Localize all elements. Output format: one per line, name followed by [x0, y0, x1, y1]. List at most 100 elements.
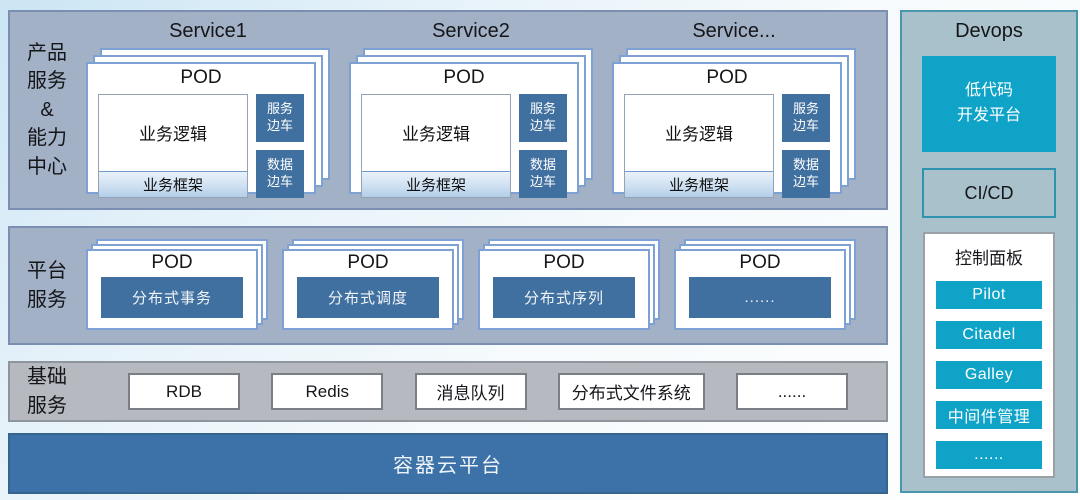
service-sidecar: 服务 边车 [519, 94, 567, 142]
platform-pod-more: POD ...... [674, 239, 856, 330]
service1-title: Service1 [169, 20, 247, 42]
pod-title: POD [706, 67, 748, 88]
service-sidecar: 服务 边车 [256, 94, 304, 142]
base-item-redis: Redis [271, 373, 384, 410]
sidecar-line: 边车 [529, 173, 556, 189]
label-line: 服务 [27, 70, 67, 93]
label-line: 平台 [27, 260, 67, 283]
business-framework-label: 业务框架 [362, 170, 510, 197]
label-line: 服务 [27, 288, 67, 311]
sidecar-line: 边车 [792, 117, 819, 133]
container-cloud-band: 容器云平台 [8, 433, 888, 494]
sidecar-line: 服务 [529, 101, 556, 116]
product-services-band: 产品 服务 & 能力 中心 Service1 POD 业务逻辑 业务框架 [8, 10, 888, 210]
container-cloud-label: 容器云平台 [393, 455, 503, 477]
pod-body: 业务逻辑 业务框架 服务 边车 数据 边车 [614, 89, 840, 208]
service2-pod-stack: POD 业务逻辑 业务框架 服务 边车 [349, 48, 593, 198]
business-logic-box: 业务逻辑 业务框架 [624, 94, 774, 198]
control-panel-item-citadel: Citadel [936, 321, 1042, 349]
pod-title: POD [180, 67, 222, 88]
pod-card: POD 分布式序列 [478, 249, 650, 330]
business-logic-box: 业务逻辑 业务框架 [98, 94, 248, 198]
control-panel-title: 控制面板 [955, 249, 1023, 268]
pod-card: POD 分布式事务 [86, 249, 258, 330]
sidecar-line: 边车 [529, 117, 556, 133]
pod-card: POD 业务逻辑 业务框架 服务 边车 [612, 62, 842, 198]
devops-panel: Devops 低代码 开发平台 CI/CD 控制面板 Pilot Citadel… [900, 10, 1078, 493]
sidecar-line: 边车 [792, 173, 819, 189]
business-framework-label: 业务框架 [99, 170, 247, 197]
business-logic-label: 业务逻辑 [665, 125, 733, 145]
control-panel-item-pilot: Pilot [936, 281, 1042, 309]
data-sidecar: 数据 边车 [519, 149, 567, 198]
service1-pod-stack: POD 业务逻辑 业务框架 服务 边车 [86, 48, 330, 198]
base-item-more: ...... [736, 373, 848, 410]
pod-service-label: ...... [689, 277, 831, 318]
cicd-box: CI/CD [922, 168, 1056, 218]
pod-title: POD [347, 252, 389, 273]
sidecars: 服务 边车 数据 边车 [256, 94, 304, 198]
data-sidecar: 数据 边车 [782, 149, 830, 198]
pod-card: POD 业务逻辑 业务框架 服务 边车 [349, 62, 579, 198]
service-more-pod-stack: POD 业务逻辑 业务框架 服务 边车 [612, 48, 856, 198]
service-more-title: Service... [692, 20, 776, 42]
base-items: RDB Redis 消息队列 分布式文件系统 ...... [80, 373, 886, 410]
base-item-message-queue: 消息队列 [414, 373, 527, 410]
service-group-2: Service2 POD 业务逻辑 业务框架 [349, 16, 593, 198]
pod-title: POD [543, 252, 585, 273]
platform-band-label: 平台 服务 [10, 228, 80, 343]
platform-pod-scheduling: POD 分布式调度 [282, 239, 464, 330]
data-sidecar: 数据 边车 [256, 149, 304, 198]
label-line: 能力 [27, 127, 67, 150]
control-panel-item-middleware: 中间件管理 [936, 401, 1042, 429]
sidecar-line: 数据 [529, 156, 556, 172]
business-logic-label: 业务逻辑 [139, 125, 207, 145]
sidecar-line: 边车 [266, 117, 293, 133]
service2-title: Service2 [432, 20, 510, 42]
lowcode-line: 低代码 [964, 82, 1013, 100]
base-band-label: 基础 服务 [10, 363, 80, 420]
platform-services-band: 平台 服务 POD 分布式事务 POD 分布式调度 [8, 226, 888, 345]
base-item-rdb: RDB [128, 373, 240, 410]
platform-pod-transactions: POD 分布式事务 [86, 239, 268, 330]
sidecars: 服务 边车 数据 边车 [782, 94, 830, 198]
business-framework-label: 业务框架 [625, 170, 773, 197]
pod-title: POD [151, 252, 193, 273]
control-panel-box: 控制面板 Pilot Citadel Galley 中间件管理 ...... [923, 232, 1055, 478]
pod-service-label: 分布式调度 [297, 277, 439, 318]
pod-card: POD 分布式调度 [282, 249, 454, 330]
sidecar-line: 边车 [266, 173, 293, 189]
service-group-1: Service1 POD 业务逻辑 业务框架 [86, 16, 330, 198]
platform-pod-sequence: POD 分布式序列 [478, 239, 660, 330]
pod-title: POD [443, 67, 485, 88]
pod-service-label: 分布式序列 [493, 277, 635, 318]
label-line: 基础 [27, 366, 67, 389]
platform-pods: POD 分布式事务 POD 分布式调度 POD 分布式序列 [80, 228, 886, 343]
pod-card: POD ...... [674, 249, 846, 330]
control-panel-item-more: ...... [936, 441, 1042, 469]
sidecar-line: 数据 [266, 156, 293, 172]
label-line: 服务 [27, 394, 67, 417]
label-line: 产品 [27, 42, 67, 65]
pod-body: 业务逻辑 业务框架 服务 边车 数据 边车 [351, 89, 577, 208]
service-group-3: Service... POD 业务逻辑 业务框架 [612, 16, 856, 198]
pod-card: POD 业务逻辑 业务框架 服务 边车 [86, 62, 316, 198]
business-logic-label: 业务逻辑 [402, 125, 470, 145]
pod-title: POD [739, 252, 781, 273]
base-item-distributed-fs: 分布式文件系统 [557, 373, 705, 410]
sidecar-line: 服务 [792, 101, 819, 116]
pod-service-label: 分布式事务 [101, 277, 243, 318]
label-line: 中心 [27, 155, 67, 178]
devops-title: Devops [955, 20, 1023, 42]
label-line: & [40, 98, 54, 121]
lowcode-line: 开发平台 [956, 107, 1021, 124]
service-sidecar: 服务 边车 [782, 94, 830, 142]
base-services-band: 基础 服务 RDB Redis 消息队列 分布式文件系统 ...... [8, 361, 888, 422]
lowcode-platform-box: 低代码 开发平台 [922, 56, 1056, 152]
control-panel-item-galley: Galley [936, 361, 1042, 389]
product-band-label: 产品 服务 & 能力 中心 [10, 12, 80, 208]
business-logic-box: 业务逻辑 业务框架 [361, 94, 511, 198]
service-groups: Service1 POD 业务逻辑 业务框架 [80, 12, 886, 208]
pod-body: 业务逻辑 业务框架 服务 边车 数据 边车 [88, 89, 314, 208]
